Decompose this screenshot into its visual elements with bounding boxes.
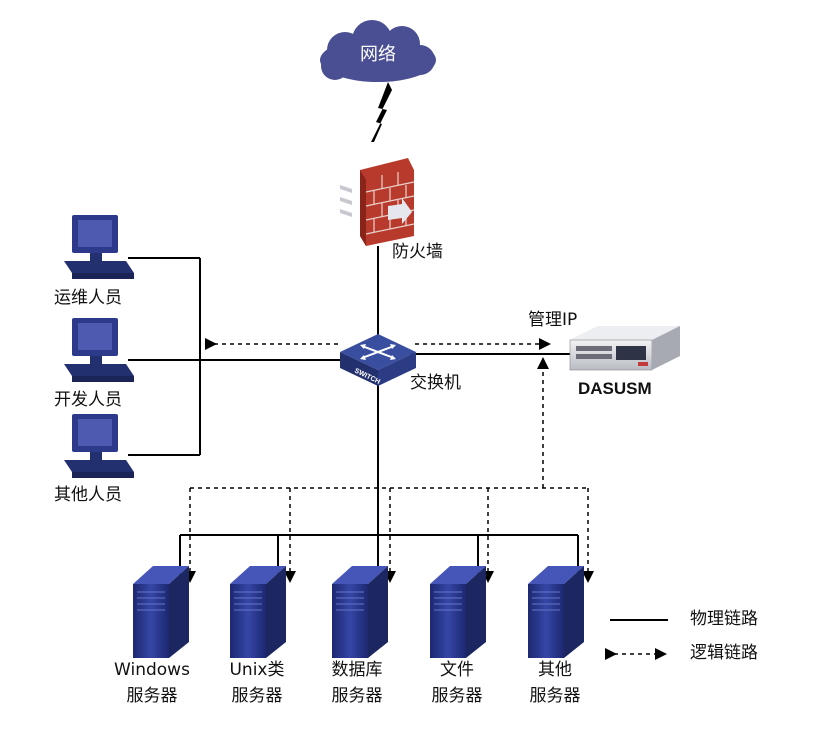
server-db-name: 数据库 [331,660,383,680]
server-file-icon [430,566,486,658]
server-windows-name: Windows [114,660,190,680]
switch-label: 交换机 [410,373,461,393]
cloud-icon [320,20,436,82]
server-file-type: 服务器 [431,686,483,706]
server-windows-type: 服务器 [126,686,178,706]
server-unix-icon [230,566,286,658]
server-icons [133,566,584,658]
firewall-icon [340,158,415,246]
server-other-type: 服务器 [529,686,581,706]
appliance-icon [569,326,680,371]
mgmt-ip-label: 管理IP [528,310,578,330]
server-unix-label: Unix类 服务器 [212,657,302,709]
network-label: 网络 [360,44,396,65]
server-db-type: 服务器 [331,686,383,706]
appliance-name: DASUSM [578,379,652,398]
legend [605,619,668,660]
pc-dev-icon [64,318,134,382]
physical-links [128,246,579,575]
server-other-label: 其他 服务器 [510,657,600,709]
switch-icon [340,334,416,386]
logical-links [184,338,594,583]
server-unix-name: Unix类 [229,660,285,680]
firewall-label: 防火墙 [392,242,443,262]
pc-other-icon [64,414,134,478]
server-unix-type: 服务器 [231,686,283,706]
server-db-label: 数据库 服务器 [312,657,402,709]
personnel-other-label: 其他人员 [54,485,122,505]
personnel-dev-label: 开发人员 [54,390,122,410]
pc-icons [64,215,134,478]
server-file-label: 文件 服务器 [412,657,502,709]
server-db-icon [332,566,388,658]
legend-physical-label: 物理链路 [690,609,758,629]
pc-ops-icon [64,215,134,279]
server-other-name: 其他 [538,660,572,680]
server-other-icon [528,566,584,658]
server-windows-label: Windows 服务器 [104,657,200,709]
server-file-name: 文件 [440,660,474,680]
personnel-ops-label: 运维人员 [54,288,122,308]
lightning-bolt-icon [371,82,392,142]
legend-logical-label: 逻辑链路 [690,643,758,663]
server-windows-icon [133,566,189,658]
